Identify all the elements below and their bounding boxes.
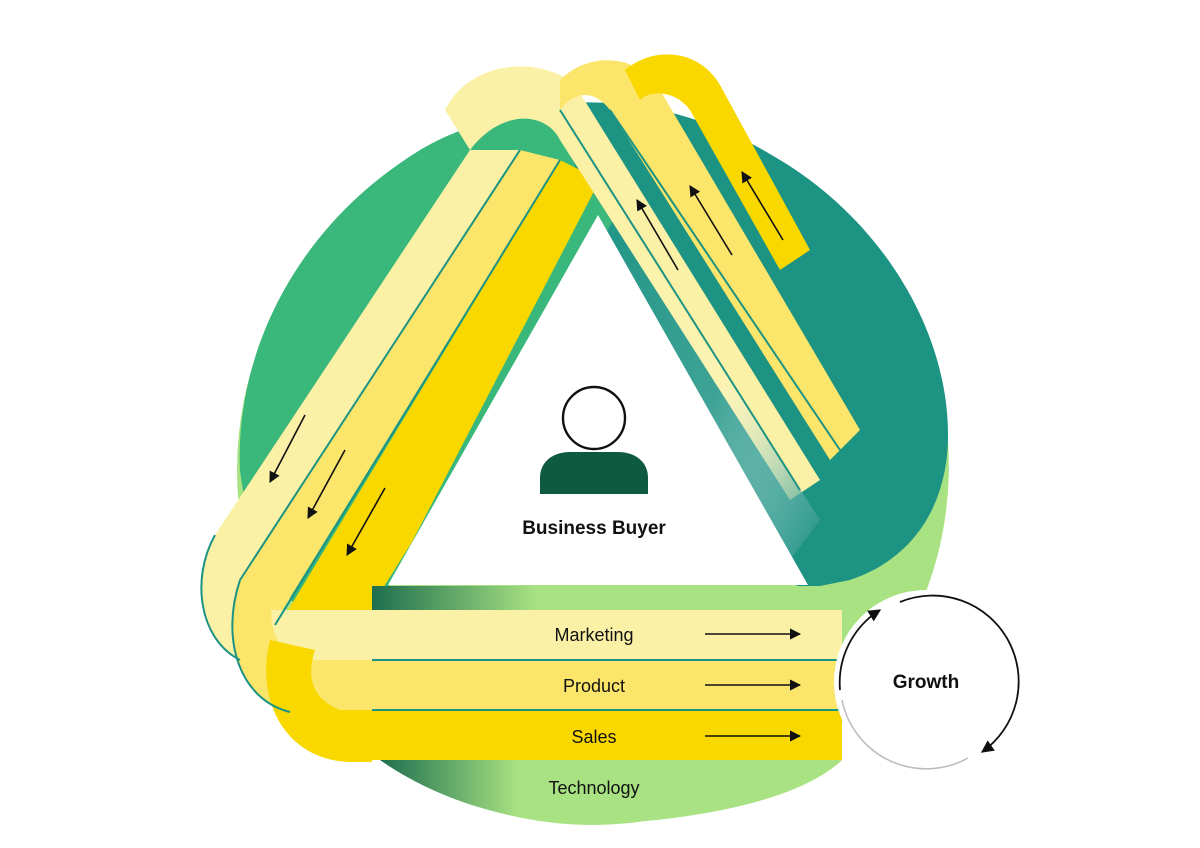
arrow-left-2: [307, 449, 346, 519]
cycle-arc-bottom: [841, 699, 969, 770]
arrow-top-1: [636, 199, 679, 271]
cycle-arc-top: [838, 609, 882, 691]
person-icon: [540, 385, 648, 494]
business-buyer-label: Business Buyer: [522, 518, 666, 539]
band-label-product: Product: [563, 676, 625, 696]
technology-label: Technology: [548, 778, 639, 798]
band-label-sales: Sales: [571, 727, 616, 747]
bottom-left-loop: [200, 534, 372, 762]
ribbon-separators: [239, 109, 841, 626]
arrow-left-3: [346, 487, 386, 556]
growth-cycle: Growth: [834, 590, 1020, 774]
growth-label: Growth: [893, 672, 960, 693]
arrow-top-3: [741, 171, 784, 241]
arrow-left-1: [269, 414, 306, 483]
cycle-arc-right: [899, 594, 1020, 753]
flow-arrows: [269, 171, 802, 742]
band-label-marketing: Marketing: [554, 625, 633, 645]
arrow-top-2: [689, 185, 733, 256]
